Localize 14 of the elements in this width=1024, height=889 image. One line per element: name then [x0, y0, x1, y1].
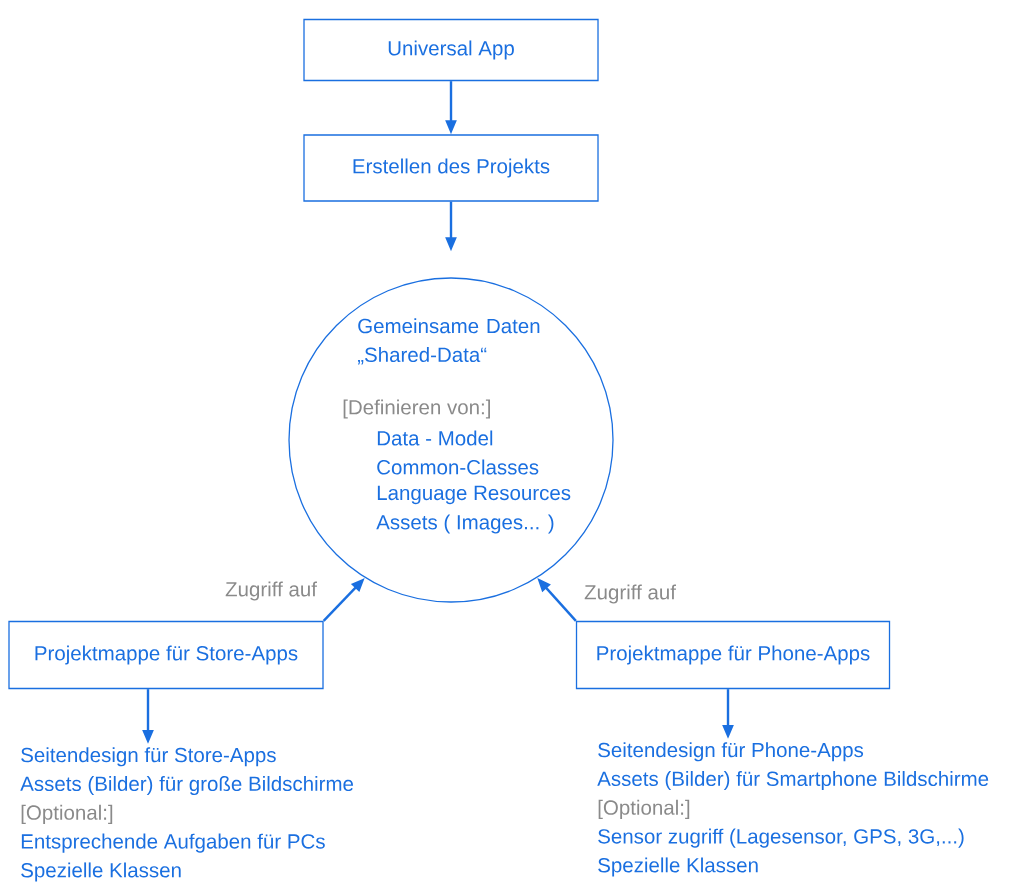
process-box: Projektmappe für Store-Apps [8, 620, 324, 690]
list-item: Assets ( Images... ) [376, 514, 554, 534]
item-list: Seitendesign für Store-Apps Assets (Bilder) für große Bildschirme [Optional:] Entsprechende Aufgaben für PCs Spezielle Klassen [20, 747, 354, 882]
edge-label: Zugriff auf [224, 580, 318, 602]
edge-label: Zugriff auf [583, 583, 677, 605]
list-item: Data - Model [377, 430, 493, 446]
item-list: Seitendesign für Phone-Apps Assets (Bilder) für Smartphone Bildschirme [Optional:] Sensor zugriff (Lagesensor, GPS, 3G,...) Spezielle Klassen [597, 742, 989, 877]
list-item: Common-Classes [377, 459, 539, 475]
process-box: Universal App [303, 18, 599, 82]
list-item: Language Resources [377, 485, 571, 505]
note-text: [Definieren von:] [343, 399, 490, 419]
process-box: Erstellen des Projekts [303, 134, 599, 202]
circle-heading: Gemeinsame Daten „Shared-Data“ [357, 318, 540, 365]
process-box: Projektmappe für Phone-Apps [575, 620, 891, 690]
